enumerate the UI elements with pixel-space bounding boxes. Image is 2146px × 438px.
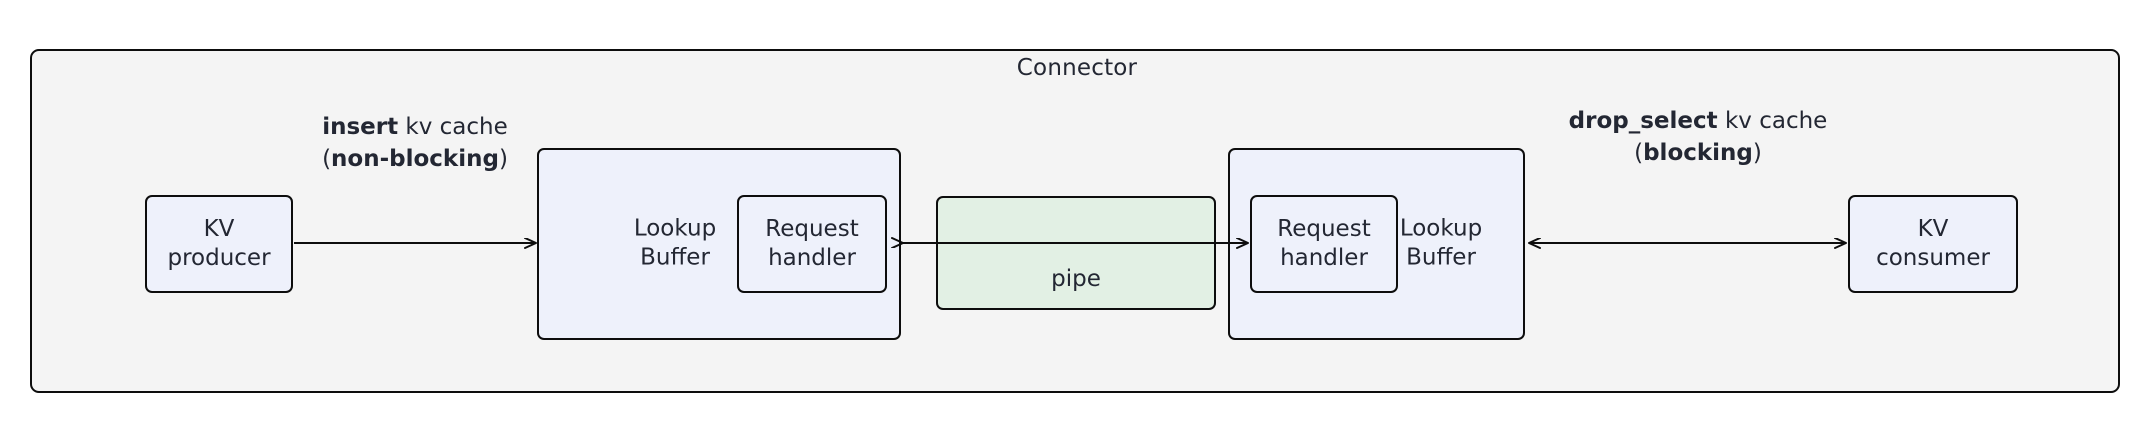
edge-label-insert-plain: kv cache: [398, 114, 508, 140]
node-lookup-buffer-left-label: Lookup Buffer: [633, 215, 717, 271]
node-kv-producer-label: KV producer: [167, 215, 271, 271]
node-request-handler-left-label: Request handler: [765, 215, 859, 271]
node-request-handler-left[interactable]: Request handler: [737, 195, 887, 293]
node-pipe-label: pipe: [1051, 265, 1101, 292]
node-request-handler-right-label: Request handler: [1277, 215, 1371, 271]
edge-label-insert-bold2: non-blocking: [331, 145, 499, 172]
edge-label-insert-line1: insert kv cache: [290, 112, 540, 144]
node-kv-consumer[interactable]: KV consumer: [1848, 195, 2018, 293]
edge-label-insert-line2: (non-blocking): [290, 144, 540, 176]
edge-label-drop-select: drop_select kv cache (blocking): [1538, 106, 1858, 169]
edge-label-drop-select-line2: (blocking): [1538, 138, 1858, 170]
edge-label-drop-select-bold: drop_select: [1568, 108, 1718, 134]
edge-label-insert-bold: insert: [322, 114, 399, 140]
edge-label-insert: insert kv cache (non-blocking): [290, 112, 540, 175]
edge-label-drop-select-close-paren: ): [1752, 139, 1762, 166]
edge-label-drop-select-line1: drop_select kv cache: [1538, 106, 1858, 138]
node-kv-consumer-label: KV consumer: [1876, 215, 1990, 271]
connector-title: Connector: [1016, 55, 1138, 81]
edge-label-drop-select-bold2: blocking: [1643, 139, 1753, 166]
node-kv-producer[interactable]: KV producer: [145, 195, 293, 293]
edge-label-insert-open-paren: (: [322, 145, 332, 172]
node-request-handler-right[interactable]: Request handler: [1250, 195, 1398, 293]
edge-label-drop-select-plain: kv cache: [1717, 108, 1828, 134]
node-lookup-buffer-right-label: Lookup Buffer: [1399, 215, 1483, 271]
edge-label-insert-close-paren: ): [498, 145, 508, 172]
node-pipe[interactable]: pipe: [936, 196, 1216, 310]
edge-label-drop-select-open-paren: (: [1634, 139, 1644, 166]
